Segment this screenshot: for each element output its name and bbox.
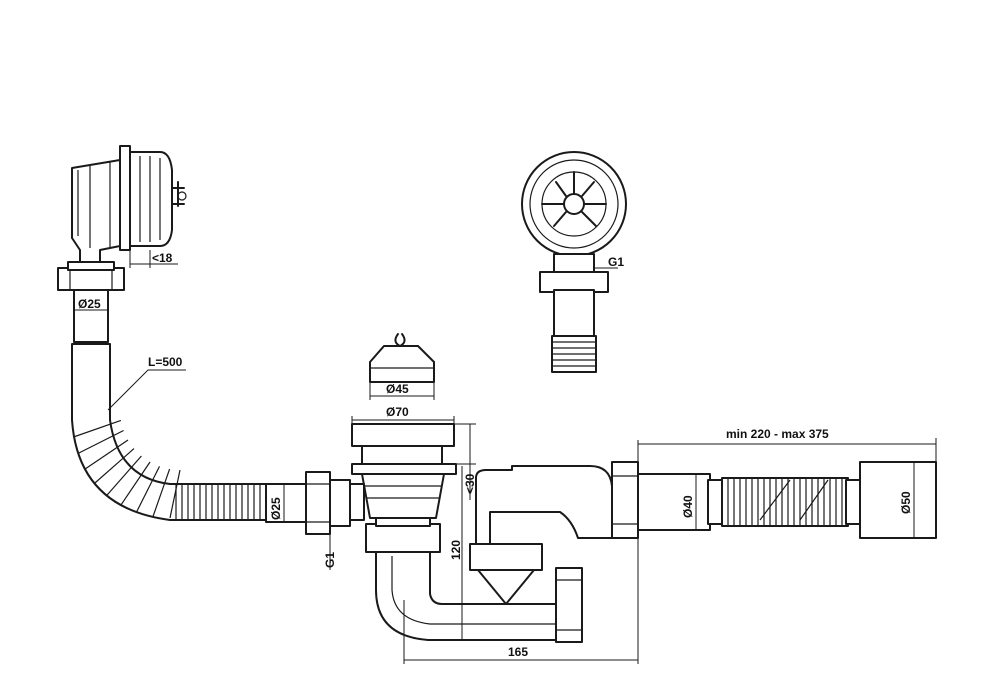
drain-flange-diameter: Ø70 — [351, 405, 455, 426]
outlet-length-range: min 220 - max 375 — [637, 427, 937, 462]
hose-rib — [94, 448, 135, 484]
corrugated-overflow-hose — [71, 343, 309, 523]
outlet-telescopic-hose — [611, 461, 937, 539]
drain-body — [349, 423, 457, 553]
hose-side-diameter: Ø25 — [269, 484, 285, 522]
w-165-label: 165 — [508, 645, 528, 659]
union-nut-g1: G1 — [305, 471, 357, 570]
trap-assembly — [375, 465, 613, 643]
hose-rib — [84, 439, 129, 470]
h-30-label: <30 — [463, 473, 477, 494]
drain-stopper: Ø45 — [369, 333, 435, 400]
hose-rib — [152, 468, 171, 517]
hose-rib — [73, 419, 122, 438]
hose-rib — [135, 466, 161, 513]
drain-height-30: <30 — [454, 423, 477, 500]
g1-top-label: G1 — [608, 255, 624, 269]
hose-rib — [106, 455, 142, 496]
drain-top-view: G1 — [521, 151, 627, 373]
outlet-diameter-40: Ø40 — [681, 474, 697, 530]
diam-40-label: Ø40 — [681, 495, 695, 518]
trap-height-120: 120 — [449, 466, 470, 641]
hose-length-callout: L=500 — [107, 355, 186, 411]
diam-25-side-label: Ø25 — [269, 497, 283, 520]
h-120-label: 120 — [449, 540, 463, 560]
length-500-label: L=500 — [148, 355, 183, 369]
diam-50-label: Ø50 — [899, 491, 913, 514]
g1-left-label: G1 — [323, 552, 337, 568]
outlet-diameter-50: Ø50 — [899, 462, 915, 538]
hose-rib — [169, 469, 181, 519]
hose-rib — [120, 461, 151, 506]
range-length-label: min 220 - max 375 — [726, 427, 829, 441]
diam-45-label: Ø45 — [386, 382, 409, 396]
hose-rib — [77, 429, 124, 455]
diam-70-label: Ø70 — [386, 405, 409, 419]
trap-width-165: 165 — [403, 536, 639, 664]
diam-25-top-label: Ø25 — [78, 297, 101, 311]
depth-dimension: <18 — [129, 250, 178, 268]
depth-18-label: <18 — [152, 251, 173, 265]
overflow-assembly — [57, 145, 187, 343]
overflow-tube-diameter: Ø25 — [74, 297, 108, 311]
